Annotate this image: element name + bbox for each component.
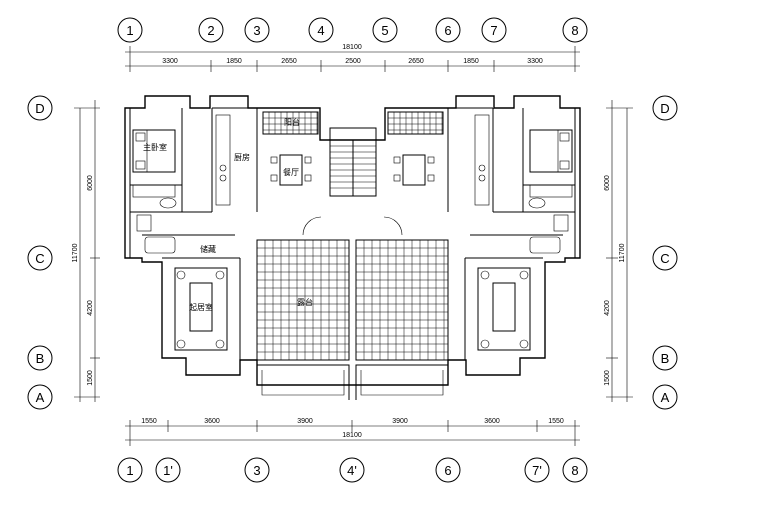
axis-label: 8 bbox=[571, 23, 578, 38]
axis-label: A bbox=[661, 390, 670, 405]
top-total-dim: 18100 bbox=[342, 44, 362, 51]
axis-label: B bbox=[36, 351, 45, 366]
axis-label: 3 bbox=[253, 463, 260, 478]
axis-bubble-top-8: 8 bbox=[562, 17, 588, 43]
dim-label: 1500 bbox=[87, 370, 94, 386]
axis-bubble-top-1: 1 bbox=[117, 17, 143, 43]
dim-label: 6000 bbox=[87, 175, 94, 191]
axis-label: C bbox=[35, 251, 44, 266]
axis-label: 1' bbox=[163, 463, 173, 478]
kitchen-right bbox=[474, 114, 490, 206]
axis-label: 7 bbox=[490, 23, 497, 38]
building-walls bbox=[124, 95, 581, 386]
axis-label: D bbox=[35, 101, 44, 116]
dining-left: 餐厅 bbox=[270, 154, 312, 186]
terrace-right bbox=[355, 239, 449, 361]
axis-label: 5 bbox=[381, 23, 388, 38]
axis-bubble-top-5: 5 bbox=[372, 17, 398, 43]
dim-label: 11700 bbox=[72, 243, 79, 262]
axis-label: 6 bbox=[444, 23, 451, 38]
dim-label: 4200 bbox=[87, 300, 94, 316]
axis-bubble-top-7: 7 bbox=[481, 17, 507, 43]
top-axis-bubbles: 1 2 3 4 5 6 7 8 bbox=[117, 17, 588, 43]
axis-label: 4' bbox=[347, 463, 357, 478]
right-axis-bubbles: D C B A bbox=[652, 95, 678, 410]
dim-label: 1500 bbox=[604, 370, 611, 386]
bottom-dimensions: 1550 3600 3900 3900 3600 1550 18100 bbox=[125, 418, 580, 446]
right-dimensions: 6000 11700 4200 1500 bbox=[604, 100, 633, 402]
left-axis-bubbles: D C B A bbox=[27, 95, 53, 410]
bottom-axis-bubbles: 1 1' 3 4' 6 7' 8 bbox=[117, 457, 588, 483]
room-label: 餐厅 bbox=[283, 168, 299, 177]
axis-label: C bbox=[660, 251, 669, 266]
axis-bubble-top-3: 3 bbox=[244, 17, 270, 43]
dim-label: 1550 bbox=[548, 418, 564, 425]
axis-label: 6 bbox=[444, 463, 451, 478]
bath-left bbox=[136, 197, 177, 254]
dim-label: 1850 bbox=[226, 58, 242, 65]
dim-label: 2650 bbox=[408, 58, 424, 65]
axis-bubble-top-6: 6 bbox=[435, 17, 461, 43]
axis-bubble-top-2: 2 bbox=[198, 17, 224, 43]
upper-strip-left bbox=[262, 111, 319, 135]
master-bedroom-right bbox=[529, 129, 573, 198]
room-label: 露台 bbox=[297, 297, 313, 307]
room-label: 起居室 bbox=[189, 302, 213, 312]
axis-bubble-top-4: 4 bbox=[308, 17, 334, 43]
top-dimensions: 18100 3300 1850 2650 2500 2650 1850 3300 bbox=[125, 44, 580, 72]
terrace-left bbox=[256, 239, 350, 361]
dim-label: 3900 bbox=[392, 418, 408, 425]
axis-label: 1 bbox=[126, 23, 133, 38]
dim-label: 2650 bbox=[281, 58, 297, 65]
dim-label: 3600 bbox=[204, 418, 220, 425]
master-bedroom-left: 主卧室 bbox=[132, 129, 176, 198]
upper-strip-right bbox=[387, 111, 444, 135]
axis-label: A bbox=[36, 390, 45, 405]
dim-label: 1550 bbox=[141, 418, 157, 425]
dim-label: 2500 bbox=[345, 58, 361, 65]
dim-label: 1850 bbox=[463, 58, 479, 65]
bottom-total-dim: 18100 bbox=[342, 432, 362, 439]
left-dimensions: 6000 11700 4200 1500 bbox=[72, 100, 100, 402]
dim-label: 3300 bbox=[162, 58, 178, 65]
bath-right bbox=[528, 197, 569, 254]
axis-label: 7' bbox=[532, 463, 542, 478]
room-label: 厨房 bbox=[234, 152, 250, 162]
kitchen-left: 厨房 bbox=[215, 114, 250, 206]
dim-label: 11700 bbox=[619, 243, 626, 262]
dining-right bbox=[393, 154, 435, 186]
living-right bbox=[477, 267, 531, 351]
dim-label: 3900 bbox=[297, 418, 313, 425]
room-label: 主卧室 bbox=[143, 142, 167, 152]
axis-label: 3 bbox=[253, 23, 260, 38]
room-label: 阳台 bbox=[284, 117, 300, 127]
axis-label: 4 bbox=[317, 23, 324, 38]
axis-label: D bbox=[660, 101, 669, 116]
axis-label: B bbox=[661, 351, 670, 366]
terrace-ledge bbox=[257, 364, 448, 400]
room-label: 储藏 bbox=[200, 244, 216, 254]
dim-label: 3300 bbox=[527, 58, 543, 65]
storage-left: 储藏 bbox=[200, 244, 216, 254]
axis-label: 2 bbox=[207, 23, 214, 38]
axis-label: 8 bbox=[571, 463, 578, 478]
dim-label: 6000 bbox=[604, 175, 611, 191]
dim-label: 4200 bbox=[604, 300, 611, 316]
axis-label: 1 bbox=[126, 463, 133, 478]
dim-label: 3600 bbox=[484, 418, 500, 425]
living-left: 起居室 bbox=[174, 267, 228, 351]
